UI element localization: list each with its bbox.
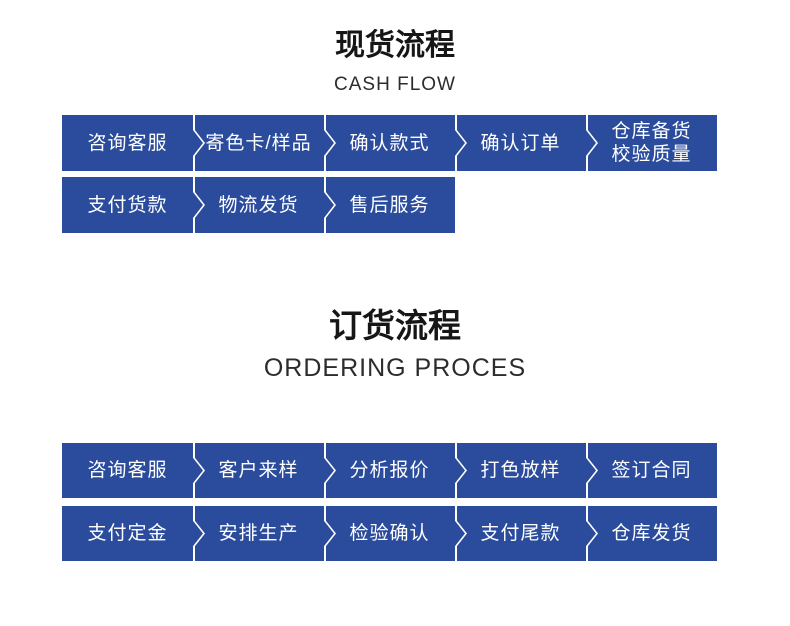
cash-flow-subtitle: CASH FLOW xyxy=(334,74,456,95)
flow-step-label: 支付尾款 xyxy=(480,523,561,544)
flow-step: 仓库备货 校验质量 xyxy=(588,115,717,171)
flow-step: 分析报价 xyxy=(324,443,465,498)
flow-step: 确认款式 xyxy=(324,115,465,171)
flow-step: 咨询客服 xyxy=(62,443,203,498)
flow-step-label: 支付货款 xyxy=(87,194,168,216)
flow-step: 安排生产 xyxy=(193,506,334,561)
flow-step-label: 分析报价 xyxy=(349,460,430,481)
flow-step-label: 售后服务 xyxy=(349,194,430,216)
flow-step: 咨询客服 xyxy=(62,115,203,171)
ordering-process-subtitle: ORDERING PROCES xyxy=(263,354,527,382)
flow-step: 仓库发货 xyxy=(588,506,717,561)
flow-row: 咨询客服 寄色卡/样品 确认款式 确认订单 仓库备货 校验质量 xyxy=(62,115,717,171)
flow-step: 支付货款 xyxy=(62,177,203,233)
flow-step: 打色放样 xyxy=(455,443,596,498)
ordering-process-title: 订货流程 xyxy=(329,307,461,344)
flow-step-label: 仓库备货 校验质量 xyxy=(611,121,692,165)
flow-step-label: 咨询客服 xyxy=(87,460,168,481)
flow-step: 售后服务 xyxy=(326,177,455,233)
flow-step-label: 确认款式 xyxy=(349,132,430,154)
flow-row: 支付货款 物流发货 售后服务 xyxy=(62,177,717,233)
flow-step: 支付定金 xyxy=(62,506,203,561)
flow-step-label: 寄色卡/样品 xyxy=(205,132,312,154)
flow-step-label: 检验确认 xyxy=(349,523,430,544)
flow-step: 支付尾款 xyxy=(455,506,596,561)
cash-flow-title: 现货流程 xyxy=(335,29,455,62)
flow-step-label: 支付定金 xyxy=(87,523,168,544)
ordering-process-diagram: 咨询客服 客户来样 分析报价 打色放样 签订合同 支付定金 安排生产 检 xyxy=(62,443,717,561)
flow-step: 签订合同 xyxy=(588,443,717,498)
flow-row: 咨询客服 客户来样 分析报价 打色放样 签订合同 xyxy=(62,443,717,498)
flow-step-label: 打色放样 xyxy=(480,460,561,481)
flow-step-label: 物流发货 xyxy=(218,194,299,216)
flow-step-label: 客户来样 xyxy=(218,460,299,481)
flow-step: 寄色卡/样品 xyxy=(193,115,334,171)
flow-step-label: 确认订单 xyxy=(480,132,561,154)
flow-step-label: 咨询客服 xyxy=(87,132,168,154)
flow-step: 物流发货 xyxy=(193,177,334,233)
flow-step: 确认订单 xyxy=(455,115,596,171)
cash-flow-diagram: 咨询客服 寄色卡/样品 确认款式 确认订单 仓库备货 校验质量 支付货款 物流发… xyxy=(62,115,717,233)
flow-row: 支付定金 安排生产 检验确认 支付尾款 仓库发货 xyxy=(62,506,717,561)
flow-step-label: 安排生产 xyxy=(218,523,299,544)
flow-step: 检验确认 xyxy=(324,506,465,561)
flow-step-label: 仓库发货 xyxy=(611,523,692,544)
flow-step: 客户来样 xyxy=(193,443,334,498)
flow-step-label: 签订合同 xyxy=(611,460,692,481)
